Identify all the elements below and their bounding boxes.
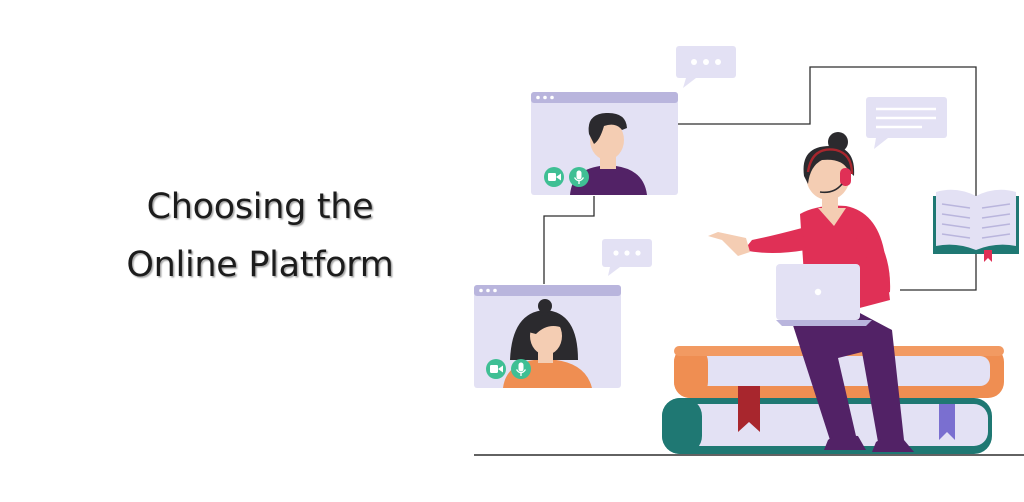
headset-icon xyxy=(806,148,854,194)
headline-line-1: Choosing the xyxy=(146,187,374,227)
video-camera-icon[interactable] xyxy=(544,167,564,187)
microphone-icon[interactable] xyxy=(511,359,531,379)
video-call-window-woman[interactable] xyxy=(474,285,621,388)
laptop-icon xyxy=(776,264,872,326)
video-camera-icon[interactable] xyxy=(486,359,506,379)
headline-line-2: Online Platform xyxy=(126,245,394,285)
teacher-figure xyxy=(708,132,914,452)
video-call-window-man[interactable] xyxy=(531,92,678,195)
page-headline: Choosing the Online Platform xyxy=(40,178,480,294)
speech-bubble-icon xyxy=(602,239,652,276)
speech-bubble-icon xyxy=(676,46,736,88)
connector-lines xyxy=(543,66,977,291)
speech-bubble-icon xyxy=(866,97,947,149)
open-book-icon xyxy=(933,189,1019,262)
microphone-icon[interactable] xyxy=(569,167,589,187)
